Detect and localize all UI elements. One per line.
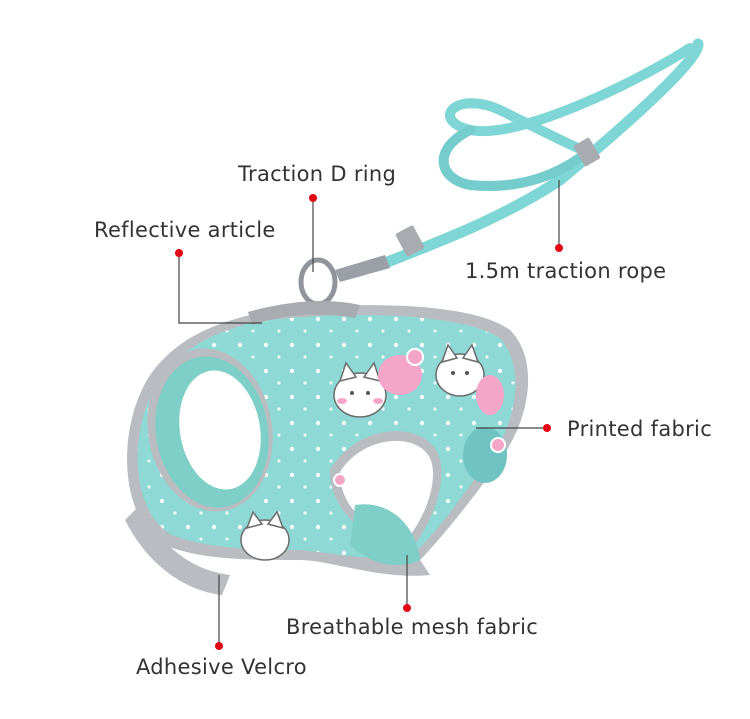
cat-print — [240, 343, 507, 561]
leash — [298, 38, 704, 307]
leash-reflective-strip-upper — [573, 137, 601, 167]
marker-velcro — [215, 642, 223, 650]
velcro-strap — [125, 505, 230, 595]
reflective-band — [248, 300, 360, 325]
marker-printed-fabric — [543, 424, 551, 432]
marker-reflective — [175, 249, 183, 257]
label-traction-d-ring: Traction D ring — [238, 162, 397, 186]
harness-body — [125, 300, 529, 595]
leash-clip — [335, 255, 390, 282]
mesh-tab — [350, 504, 420, 565]
callout-leaders — [175, 180, 563, 650]
marker-mesh — [403, 604, 411, 612]
label-adhesive-velcro: Adhesive Velcro — [136, 655, 307, 679]
label-reflective-article: Reflective article — [94, 218, 276, 242]
label-traction-rope: 1.5m traction rope — [465, 259, 667, 283]
label-breathable-mesh-fabric: Breathable mesh fabric — [286, 615, 539, 639]
label-printed-fabric: Printed fabric — [567, 417, 713, 441]
leash-reflective-strip-lower — [395, 225, 425, 257]
d-ring — [298, 257, 338, 307]
marker-rope — [555, 244, 563, 252]
marker-d-ring — [309, 194, 317, 202]
